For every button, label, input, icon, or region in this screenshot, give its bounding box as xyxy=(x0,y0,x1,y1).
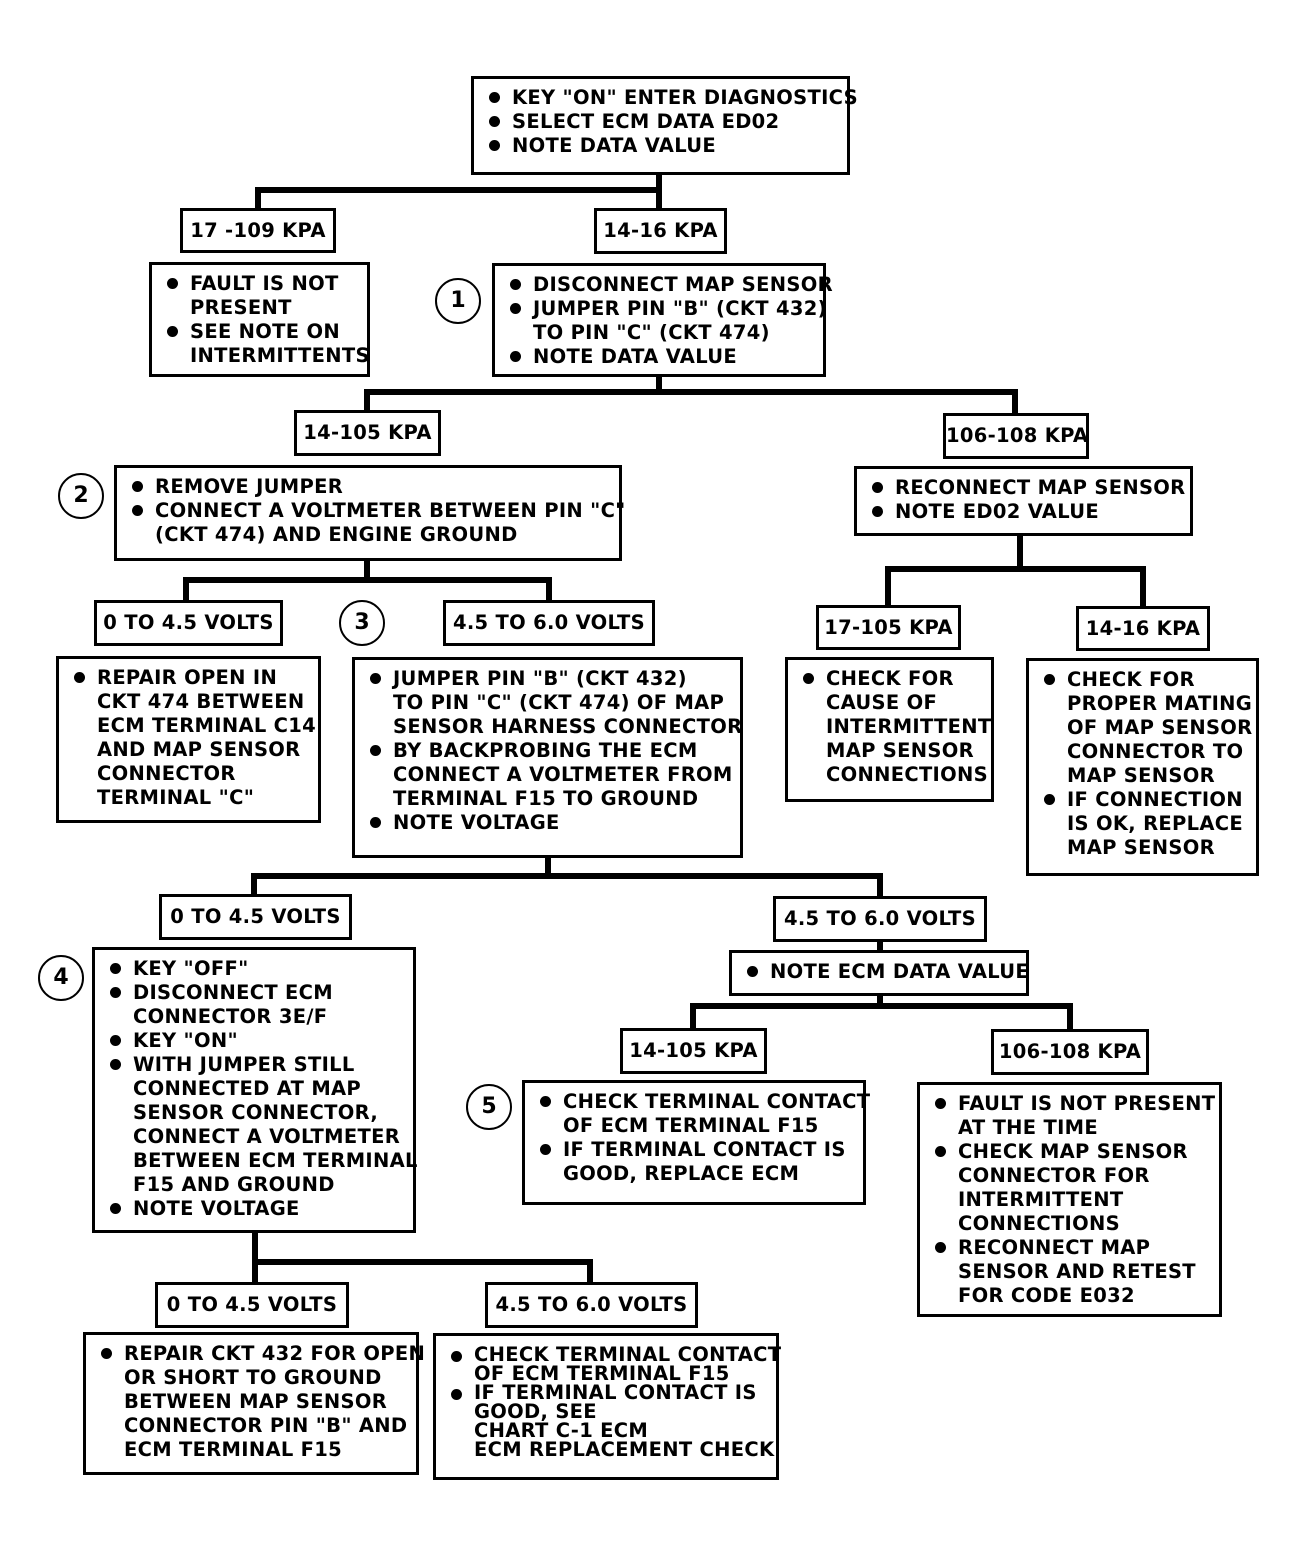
step-marker-2: 2 xyxy=(58,473,104,519)
branch-label-17-109-kpa: 17 -109 KPA xyxy=(180,208,336,253)
bullet-item: CONNECT A VOLTMETER BETWEEN PIN "C"(CKT … xyxy=(129,499,625,547)
branch-label-0-4.5-volts-b: 0 TO 4.5 VOLTS xyxy=(159,894,352,940)
branch-label-106-108-kpa: 106-108 KPA xyxy=(943,413,1089,459)
bullet-item: JUMPER PIN "B" (CKT 432)TO PIN "C" (CKT … xyxy=(507,297,826,345)
step-marker-3: 3 xyxy=(339,600,385,646)
bullet-item: NOTE ED02 VALUE xyxy=(869,500,1184,524)
branch-label-14-105-kpa-b: 14-105 KPA xyxy=(620,1028,767,1074)
bullet-item: NOTE VOLTAGE xyxy=(107,1197,407,1221)
branch-label-17-105-kpa: 17-105 KPA xyxy=(816,605,961,650)
branch-label-106-108-kpa-b: 106-108 KPA xyxy=(991,1029,1149,1075)
bullet-item: RECONNECT MAP SENSOR xyxy=(869,476,1185,500)
bullet-item: JUMPER PIN "B" (CKT 432)TO PIN "C" (CKT … xyxy=(367,667,742,739)
branch-label-14-16-kpa: 14-16 KPA xyxy=(594,208,727,254)
bullet-item: DISCONNECT MAP SENSOR xyxy=(507,273,833,297)
bullet-item: NOTE DATA VALUE xyxy=(507,345,817,369)
branch-label-0-4.5-volts-c: 0 TO 4.5 VOLTS xyxy=(155,1282,349,1328)
branch-label-4.5-6.0-volts-a: 4.5 TO 6.0 VOLTS xyxy=(443,600,655,646)
bullet-item: REMOVE JUMPER xyxy=(129,475,613,499)
bullet-item: KEY "ON" ENTER DIAGNOSTICS xyxy=(486,86,858,110)
branch-label-0-4.5-volts-a: 0 TO 4.5 VOLTS xyxy=(94,600,283,646)
branch-label-4.5-6.0-volts-b: 4.5 TO 6.0 VOLTS xyxy=(773,896,987,942)
branch-label-14-105-kpa: 14-105 KPA xyxy=(294,410,441,456)
step-marker-4: 4 xyxy=(38,955,84,1001)
step-marker-1: 1 xyxy=(435,278,481,324)
branch-label-4.5-6.0-volts-c: 4.5 TO 6.0 VOLTS xyxy=(485,1282,698,1328)
step-marker-5: 5 xyxy=(466,1084,512,1130)
bullet-item: KEY "ON" xyxy=(107,1029,407,1053)
note-ecm-data-value-box: NOTE ECM DATA VALUE xyxy=(729,950,1029,996)
bullet-item: KEY "OFF" xyxy=(107,957,407,981)
bullet-item: NOTE DATA VALUE xyxy=(486,134,841,158)
bullet-item: NOTE VOLTAGE xyxy=(367,811,734,835)
step-3-box: JUMPER PIN "B" (CKT 432)TO PIN "C" (CKT … xyxy=(352,657,743,858)
branch-label-14-16-kpa-b: 14-16 KPA xyxy=(1076,606,1210,651)
bullet-item: SELECT ECM DATA ED02 xyxy=(486,110,841,134)
bullet-item: NOTE ECM DATA VALUE xyxy=(744,960,1029,984)
